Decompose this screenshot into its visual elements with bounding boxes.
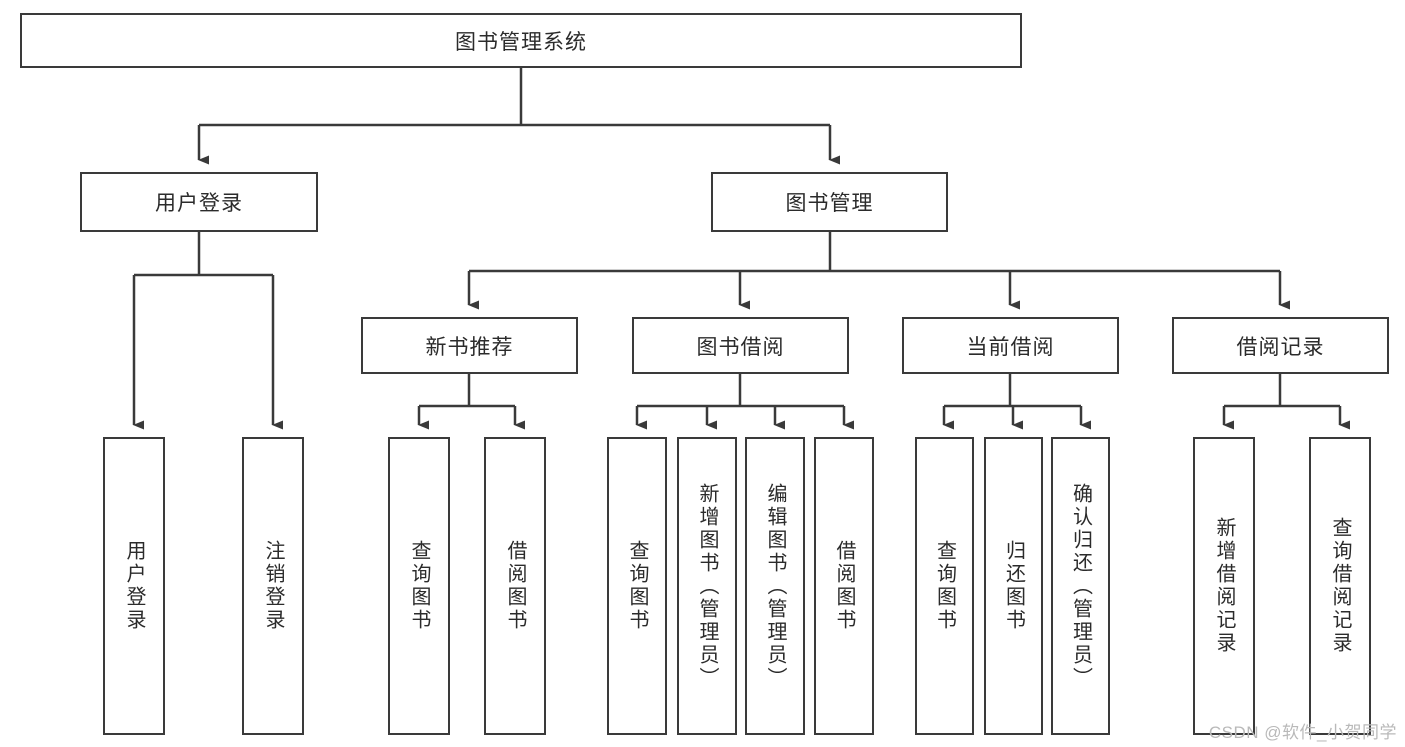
node-current-borrow[interactable]: 当前借阅 xyxy=(902,317,1119,374)
node-leaf-query-borrow-record-label: 查询借阅记录 xyxy=(1329,517,1351,655)
node-borrow-record[interactable]: 借阅记录 xyxy=(1172,317,1389,374)
node-leaf-query-borrow-record[interactable]: 查询借阅记录 xyxy=(1309,437,1371,735)
node-leaf-query-book-borrow-label: 查询图书 xyxy=(626,540,648,632)
node-leaf-return-book-label: 归还图书 xyxy=(1002,540,1025,632)
node-leaf-logout[interactable]: 注销登录 xyxy=(242,437,304,735)
node-leaf-add-book-admin-label: 新增图书（管理员） xyxy=(696,482,718,690)
node-leaf-borrow-book[interactable]: 借阅图书 xyxy=(814,437,874,735)
node-leaf-user-login-label: 用户登录 xyxy=(123,540,145,632)
node-current-borrow-label: 当前借阅 xyxy=(966,335,1055,359)
node-new-book-recommend[interactable]: 新书推荐 xyxy=(361,317,578,374)
node-user-login[interactable]: 用户登录 xyxy=(80,172,318,232)
node-leaf-edit-book-admin[interactable]: 编辑图书（管理员） xyxy=(745,437,805,735)
node-leaf-borrow-book-rec-label: 借阅图书 xyxy=(504,540,526,632)
node-leaf-add-borrow-record[interactable]: 新增借阅记录 xyxy=(1193,437,1255,735)
node-book-management[interactable]: 图书管理 xyxy=(711,172,948,232)
node-book-borrow-label: 图书借阅 xyxy=(696,335,785,359)
node-leaf-borrow-book-rec[interactable]: 借阅图书 xyxy=(484,437,546,735)
node-book-borrow[interactable]: 图书借阅 xyxy=(632,317,849,374)
node-leaf-edit-book-admin-label: 编辑图书（管理员） xyxy=(764,482,786,690)
node-leaf-return-book[interactable]: 归还图书 xyxy=(984,437,1043,735)
watermark-text: CSDN @软件_小贺同学 xyxy=(1208,723,1397,742)
node-book-management-label: 图书管理 xyxy=(785,192,874,215)
node-leaf-confirm-return-admin-label: 确认归还（管理员） xyxy=(1069,482,1092,690)
node-leaf-logout-label: 注销登录 xyxy=(262,540,284,632)
node-root-label: 图书管理系统 xyxy=(455,30,587,54)
node-leaf-query-book-rec[interactable]: 查询图书 xyxy=(388,437,450,735)
node-leaf-add-borrow-record-label: 新增借阅记录 xyxy=(1213,517,1235,655)
node-user-login-label: 用户登录 xyxy=(155,192,243,215)
node-borrow-record-label: 借阅记录 xyxy=(1236,335,1325,359)
node-leaf-query-book-rec-label: 查询图书 xyxy=(408,540,430,632)
node-root[interactable]: 图书管理系统 xyxy=(20,13,1022,68)
node-leaf-query-book-current[interactable]: 查询图书 xyxy=(915,437,974,735)
node-leaf-query-book-borrow[interactable]: 查询图书 xyxy=(607,437,667,735)
node-leaf-confirm-return-admin[interactable]: 确认归还（管理员） xyxy=(1051,437,1110,735)
node-leaf-borrow-book-label: 借阅图书 xyxy=(833,540,855,632)
node-new-book-recommend-label: 新书推荐 xyxy=(425,335,514,359)
node-leaf-query-book-current-label: 查询图书 xyxy=(933,540,956,632)
node-leaf-user-login[interactable]: 用户登录 xyxy=(103,437,165,735)
node-leaf-add-book-admin[interactable]: 新增图书（管理员） xyxy=(677,437,737,735)
